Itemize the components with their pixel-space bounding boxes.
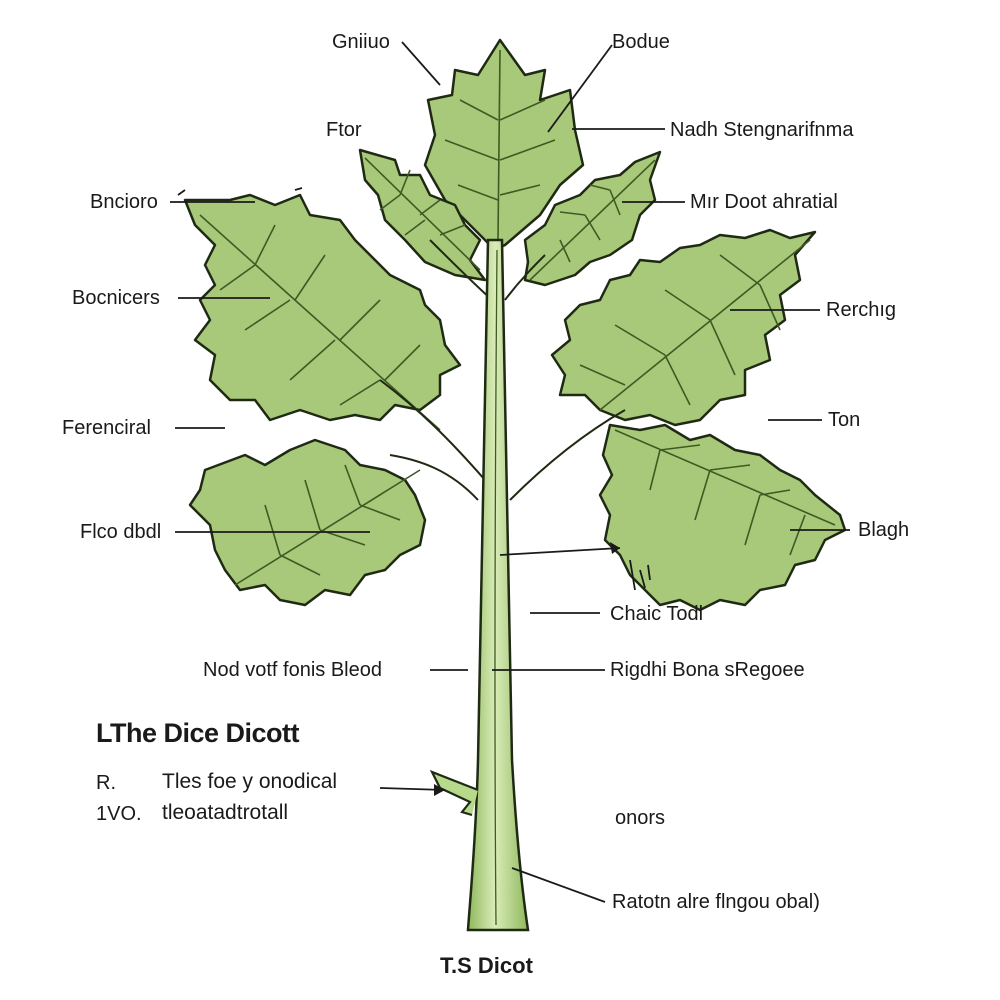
label-right-3: Rerchıg: [826, 299, 897, 321]
label-top-left: Gniiuo: [332, 31, 390, 53]
leaf-upper-right-small: [523, 150, 662, 287]
label-right-5: Blagh: [858, 519, 910, 541]
legend-text-1: Tles foe y onodical: [162, 770, 338, 793]
label-left-5: Flco dbdl: [80, 521, 162, 543]
label-right-4: Ton: [828, 409, 861, 431]
branches: [379, 239, 626, 501]
small-tick-marks: [177, 187, 651, 591]
arrow-heads: [434, 542, 620, 796]
label-left-4: Ferenciral: [62, 417, 151, 439]
leaf-left-large: [183, 193, 462, 431]
label-left-2: Bncioro: [90, 191, 158, 213]
legend-title: LThe Dice Dicott: [96, 718, 300, 748]
leaf-lower-left: [188, 438, 427, 607]
leaf-upper-left-small: [358, 148, 487, 282]
legend-text-2: tleoatadtrotall: [162, 801, 289, 824]
legend-key-2: 1VO.: [96, 803, 142, 825]
label-left-1: Ftor: [326, 119, 362, 141]
diagram-caption: T.S Dicot: [440, 953, 533, 978]
leader-lines: [170, 41, 850, 903]
main-stem: [429, 238, 530, 932]
label-right-7: Rigdhi Bona sRegoee: [610, 659, 805, 681]
label-right-1: Nadh Stengnarifnma: [670, 119, 854, 141]
leaf-right-large: [550, 228, 817, 427]
label-right-9: Ratotn alre flngou obal): [612, 891, 820, 913]
label-right-6: Chaic Todl: [610, 603, 704, 625]
label-right-8: onors: [615, 807, 666, 829]
label-top-right: Bodue: [612, 31, 670, 53]
leaf-lower-right: [598, 423, 847, 612]
label-left-7: Nod votf fonis Bleod: [203, 659, 382, 681]
label-right-2: Mır Doot ahratial: [690, 191, 838, 213]
legend-key-1: R.: [96, 772, 116, 794]
label-left-3: Bocnicers: [72, 287, 160, 309]
